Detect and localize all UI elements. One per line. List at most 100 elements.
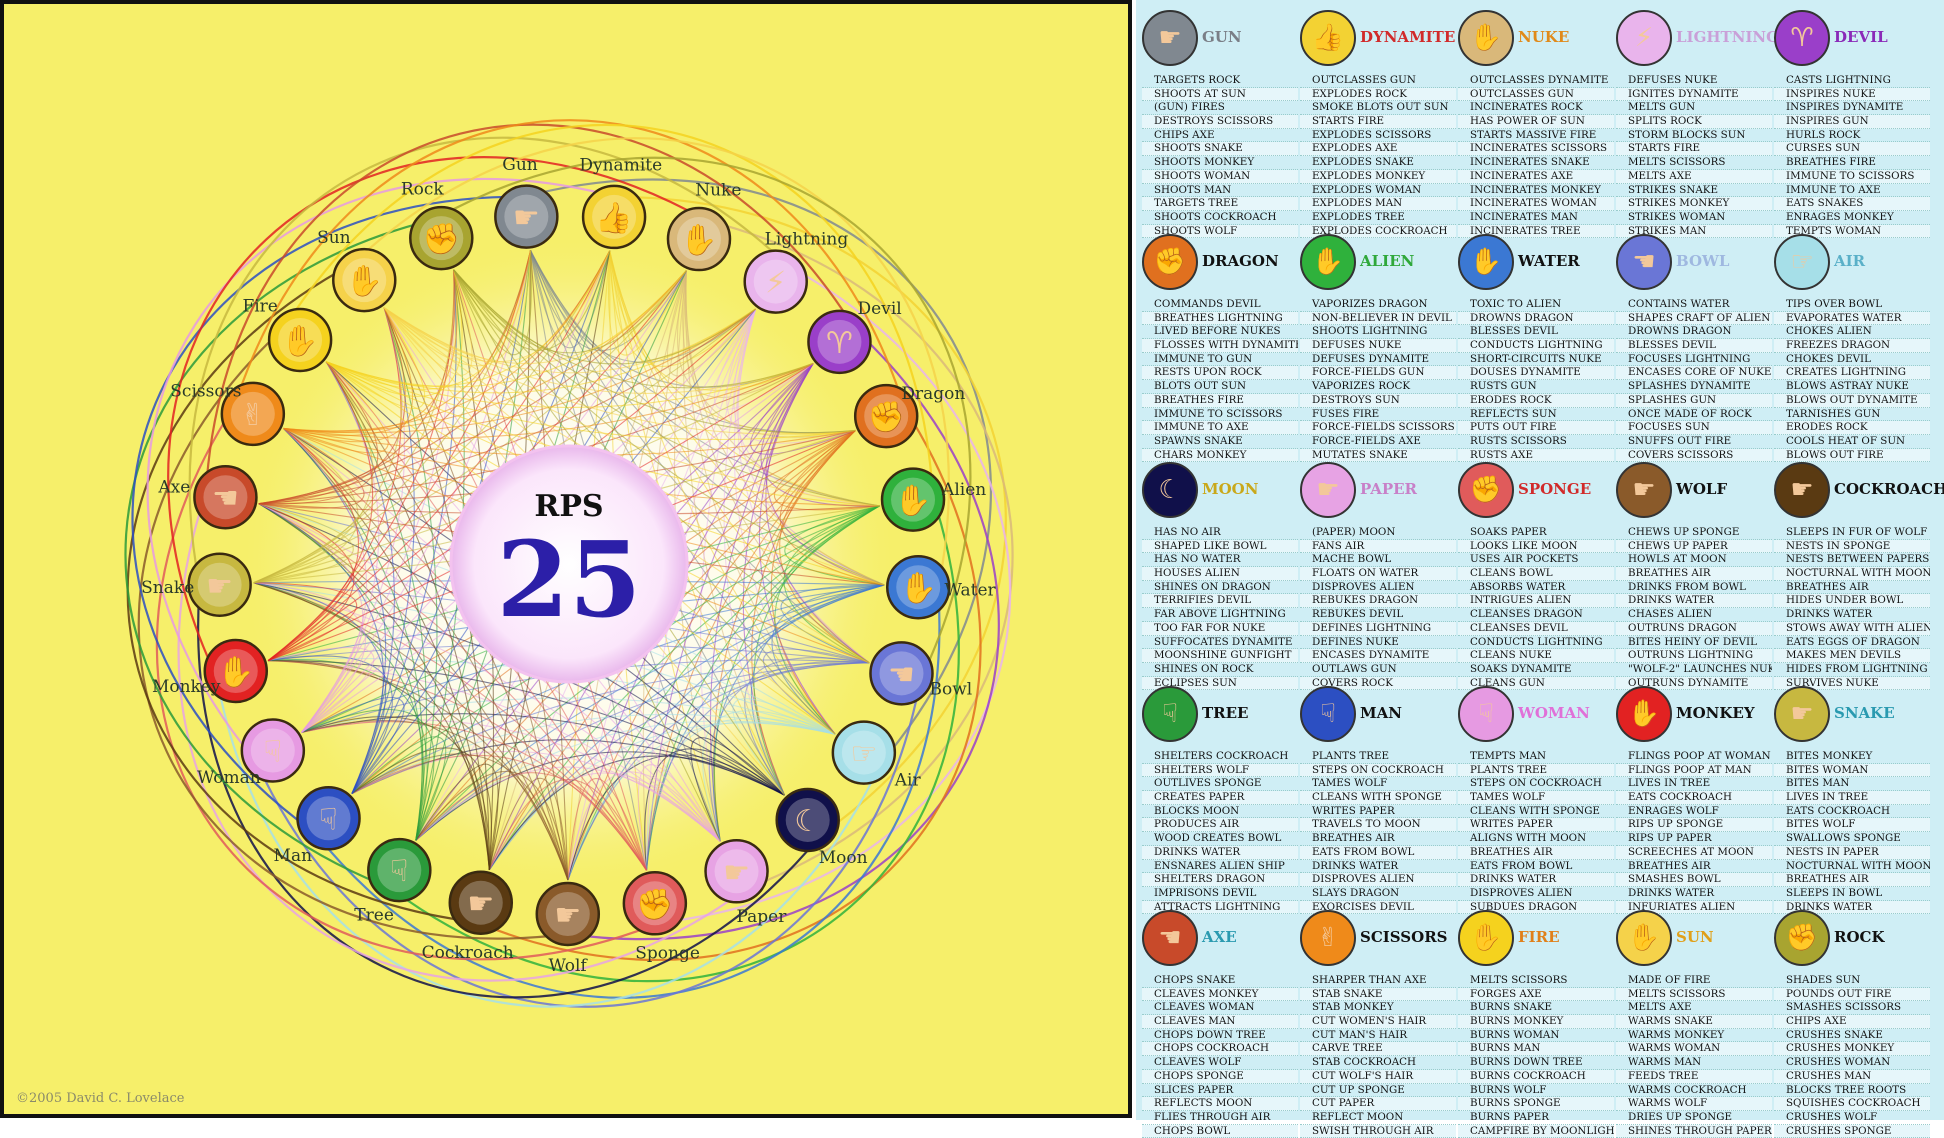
woman-hand-icon: ☟ — [264, 735, 282, 770]
rule-item: CHOPS BOWL — [1142, 1124, 1298, 1138]
rule-item: USES AIR POCKETS — [1458, 553, 1614, 568]
rule-item: CONDUCTS LIGHTNING — [1458, 636, 1614, 650]
rule-item: RIPS UP SPONGE — [1616, 818, 1772, 833]
panel-header: ✋SUN — [1616, 904, 1772, 968]
beat-edge — [750, 584, 885, 796]
panel-header: ☞AIR — [1774, 228, 1930, 292]
rule-item: FOCUSES SUN — [1616, 421, 1772, 435]
rule-item: COOLS HEAT OF SUN — [1774, 435, 1930, 449]
rule-item: SHOOTS WOLF — [1142, 224, 1298, 239]
outer-arc — [197, 585, 823, 999]
moon-hand-icon: ☾ — [1142, 462, 1198, 518]
panel-header: ✋NUKE — [1458, 4, 1614, 68]
rule-item: SUFFOCATES DYNAMITE — [1142, 636, 1298, 650]
rule-item: BREATHES LIGHTNING — [1142, 311, 1298, 326]
rule-item: BLOCKS TREE ROOTS — [1774, 1084, 1930, 1098]
node-nuke: ✋Nuke — [666, 181, 741, 272]
rule-item: INSPIRES DYNAMITE — [1774, 101, 1930, 116]
rule-item: SHARPER THAN AXE — [1300, 974, 1456, 988]
rule-item: DRINKS WATER — [1616, 887, 1772, 901]
rule-item: CHIPS AXE — [1774, 1015, 1930, 1029]
rule-item: INCINERATES AXE — [1458, 169, 1614, 184]
rule-item: DEFUSES NUKE — [1616, 74, 1772, 88]
rule-item: BREATHES FIRE — [1142, 393, 1298, 408]
rule-item: POUNDS OUT FIRE — [1774, 987, 1930, 1002]
outer-arc — [177, 493, 747, 982]
beat-edge — [351, 307, 415, 794]
rule-item: INCINERATES ROCK — [1458, 101, 1614, 116]
rule-item: CUT PAPER — [1300, 1097, 1456, 1111]
rule-item: IMMUNE TO AXE — [1774, 184, 1930, 198]
rule-item: STRIKES MAN — [1616, 224, 1772, 239]
rule-item: HIDES FROM LIGHTNING — [1774, 663, 1930, 677]
rule-item: CLEANS WITH SPONGE — [1300, 791, 1456, 805]
rule-item: INCINERATES WOMAN — [1458, 197, 1614, 211]
rule-item: SMASHES BOWL — [1616, 873, 1772, 887]
rule-item: SMASHES SCISSORS — [1774, 1001, 1930, 1016]
rule-item: BREATHES AIR — [1616, 860, 1772, 874]
rule-item: BREATHES FIRE — [1774, 156, 1930, 170]
rule-item: BURNS SNAKE — [1458, 1001, 1614, 1016]
node-snake: ☛Snake — [141, 552, 252, 618]
rule-item: BITES WOMAN — [1774, 763, 1930, 778]
rule-item: MELTS SCISSORS — [1616, 987, 1772, 1002]
rule-item: WARMS WOMAN — [1616, 1042, 1772, 1057]
node-label: Dragon — [901, 384, 965, 404]
rule-item: FLINGS POOP AT MAN — [1616, 763, 1772, 778]
rule-item: TEMPTS MAN — [1458, 750, 1614, 764]
flat-hand-icon: ☛ — [1300, 462, 1356, 518]
rule-item: DRINKS WATER — [1774, 608, 1930, 622]
title-number: 25 — [497, 518, 642, 641]
beat-edge — [645, 430, 856, 871]
rule-item: HAS NO AIR — [1142, 526, 1298, 540]
rule-item: SLEEPS IN FUR OF WOLF — [1774, 526, 1930, 540]
rule-item: BURNS SPONGE — [1458, 1097, 1614, 1111]
rule-item: CUT WOMEN'S HAIR — [1300, 1015, 1456, 1029]
beat-edge — [567, 754, 785, 881]
outer-arc — [254, 679, 922, 1008]
node-label: Air — [894, 771, 922, 791]
panel-title: WATER — [1518, 252, 1580, 270]
panel-title: AXE — [1202, 928, 1237, 946]
beat-edge — [258, 307, 406, 505]
rule-item: MELTS SCISSORS — [1616, 156, 1772, 170]
rule-item: CHOPS SPONGE — [1142, 1069, 1298, 1084]
rule-item: STRIKES SNAKE — [1616, 184, 1772, 198]
rule-item: PLANTS TREE — [1458, 763, 1614, 778]
outer-arc — [283, 123, 934, 496]
beat-edge — [253, 582, 358, 662]
beat-edge — [415, 584, 885, 841]
panel-title: WOMAN — [1518, 704, 1590, 722]
rule-item: FLOSSES WITH DYNAMITE — [1142, 339, 1298, 353]
rule-item: STARTS MASSIVE FIRE — [1458, 129, 1614, 143]
rule-item: BURNS DOWN TREE — [1458, 1056, 1614, 1070]
rule-item: STRIKES MONKEY — [1616, 197, 1772, 211]
rule-item: DRINKS WATER — [1774, 900, 1930, 915]
rule-item: ONCE MADE OF ROCK — [1616, 408, 1772, 422]
rule-item: CHIPS AXE — [1142, 129, 1298, 143]
panel-header: ⚡LIGHTNING — [1616, 4, 1779, 68]
rule-item: IMMUNE TO GUN — [1142, 353, 1298, 367]
rule-item: BITES WOLF — [1774, 818, 1930, 833]
node-dynamite: 👍Dynamite — [579, 155, 662, 250]
rule-item: CHASES ALIEN — [1616, 608, 1772, 622]
rule-item: DRINKS WATER — [1142, 845, 1298, 860]
rule-item: TARNISHES GUN — [1774, 408, 1930, 422]
panel-title: FIRE — [1518, 928, 1560, 946]
rule-item: WRITES PAPER — [1458, 818, 1614, 833]
rule-item: TOO FAR FOR NUKE — [1142, 621, 1298, 636]
rule-item: DROWNS DRAGON — [1458, 311, 1614, 326]
beat-edge — [383, 269, 473, 376]
rule-item: TARGETS ROCK — [1142, 74, 1298, 88]
rule-item: HOWLS AT MOON — [1616, 553, 1772, 568]
